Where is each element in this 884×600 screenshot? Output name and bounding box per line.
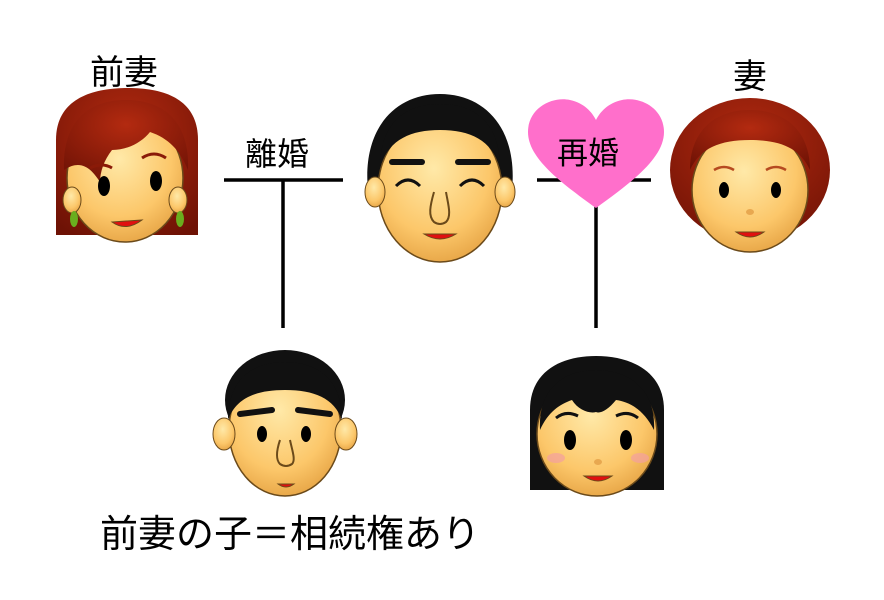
husband-face [364, 94, 516, 263]
inheritance-note: 前妻の子＝相続権あり [100, 512, 481, 556]
heart-icon [528, 99, 664, 208]
ex-wife-label: 前妻 [90, 53, 158, 93]
wife-face [670, 98, 830, 253]
divorce-label: 離婚 [245, 135, 310, 173]
ex-wife-face [56, 88, 198, 243]
daughter-face [530, 356, 664, 497]
son-face [212, 350, 358, 497]
wife-label: 妻 [733, 57, 767, 97]
remarriage-label: 再婚 [557, 136, 619, 172]
